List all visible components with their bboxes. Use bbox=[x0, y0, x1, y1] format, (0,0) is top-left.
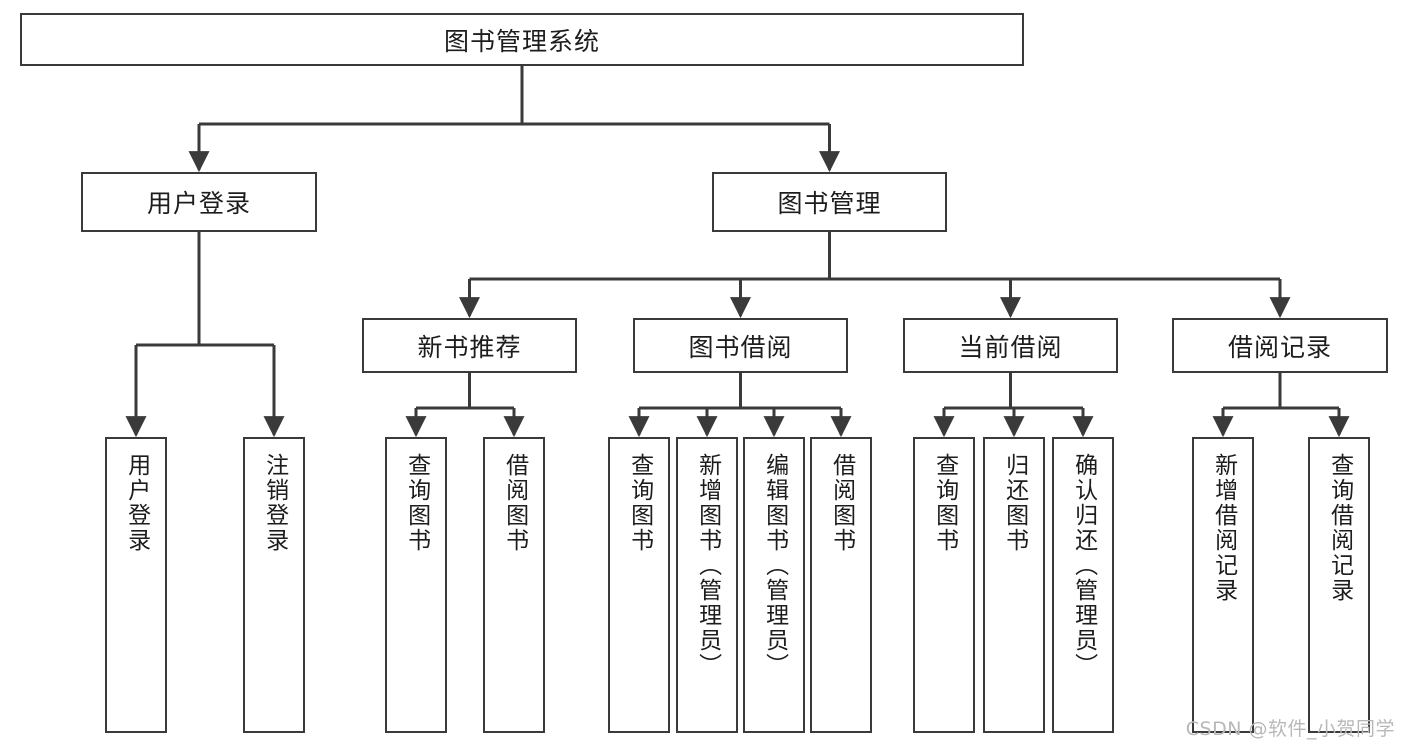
node-leaf-current-confirm-return[interactable]: 确认归还（管理员） bbox=[1052, 437, 1114, 733]
node-leaf-rec-borrow-book[interactable]: 借阅图书 bbox=[483, 437, 545, 733]
node-label: 新书推荐 bbox=[417, 332, 522, 362]
node-label: 图书管理 bbox=[777, 189, 882, 218]
node-label: 确认归还（管理员） bbox=[1070, 453, 1097, 678]
node-label: 借阅记录 bbox=[1227, 332, 1332, 362]
node-book-manage[interactable]: 图书管理 bbox=[712, 172, 947, 232]
node-label: 用户登录 bbox=[123, 453, 150, 553]
node-label: 查询图书 bbox=[931, 453, 958, 553]
node-leaf-borrow-edit-book[interactable]: 编辑图书（管理员） bbox=[743, 437, 805, 733]
node-label: 查询借阅记录 bbox=[1326, 453, 1353, 603]
node-leaf-user-logout[interactable]: 注销登录 bbox=[243, 437, 305, 733]
node-current-borrow[interactable]: 当前借阅 bbox=[903, 318, 1118, 373]
node-leaf-record-query[interactable]: 查询借阅记录 bbox=[1308, 437, 1370, 733]
node-label: 当前借阅 bbox=[958, 332, 1063, 362]
node-leaf-current-query-book[interactable]: 查询图书 bbox=[913, 437, 975, 733]
node-leaf-current-return-book[interactable]: 归还图书 bbox=[983, 437, 1045, 733]
node-label: 用户登录 bbox=[146, 189, 251, 218]
node-label: 图书借阅 bbox=[688, 332, 793, 362]
node-label: 注销登录 bbox=[261, 453, 288, 553]
node-user-login[interactable]: 用户登录 bbox=[81, 172, 317, 232]
node-label: 新增借阅记录 bbox=[1210, 453, 1237, 603]
node-leaf-borrow-query-book[interactable]: 查询图书 bbox=[608, 437, 670, 733]
watermark-label: CSDN @软件_小贺同学 bbox=[1185, 718, 1395, 740]
node-borrow-record[interactable]: 借阅记录 bbox=[1172, 318, 1388, 373]
node-leaf-borrow-borrow-book[interactable]: 借阅图书 bbox=[810, 437, 872, 733]
node-leaf-user-login[interactable]: 用户登录 bbox=[105, 437, 167, 733]
node-label: 查询图书 bbox=[626, 453, 653, 553]
node-book-borrow[interactable]: 图书借阅 bbox=[633, 318, 848, 373]
node-label: 图书管理系统 bbox=[443, 26, 600, 56]
node-label: 新增图书（管理员） bbox=[694, 453, 721, 678]
node-new-book-recommend[interactable]: 新书推荐 bbox=[362, 318, 577, 373]
node-label: 编辑图书（管理员） bbox=[761, 453, 788, 678]
node-root[interactable]: 图书管理系统 bbox=[20, 13, 1024, 66]
node-label: 归还图书 bbox=[1001, 453, 1028, 553]
node-label: 借阅图书 bbox=[501, 453, 528, 553]
node-leaf-record-add[interactable]: 新增借阅记录 bbox=[1192, 437, 1254, 733]
node-leaf-borrow-add-book[interactable]: 新增图书（管理员） bbox=[676, 437, 738, 733]
node-leaf-rec-query-book[interactable]: 查询图书 bbox=[385, 437, 447, 733]
node-label: 查询图书 bbox=[403, 453, 430, 553]
node-label: 借阅图书 bbox=[828, 453, 855, 553]
